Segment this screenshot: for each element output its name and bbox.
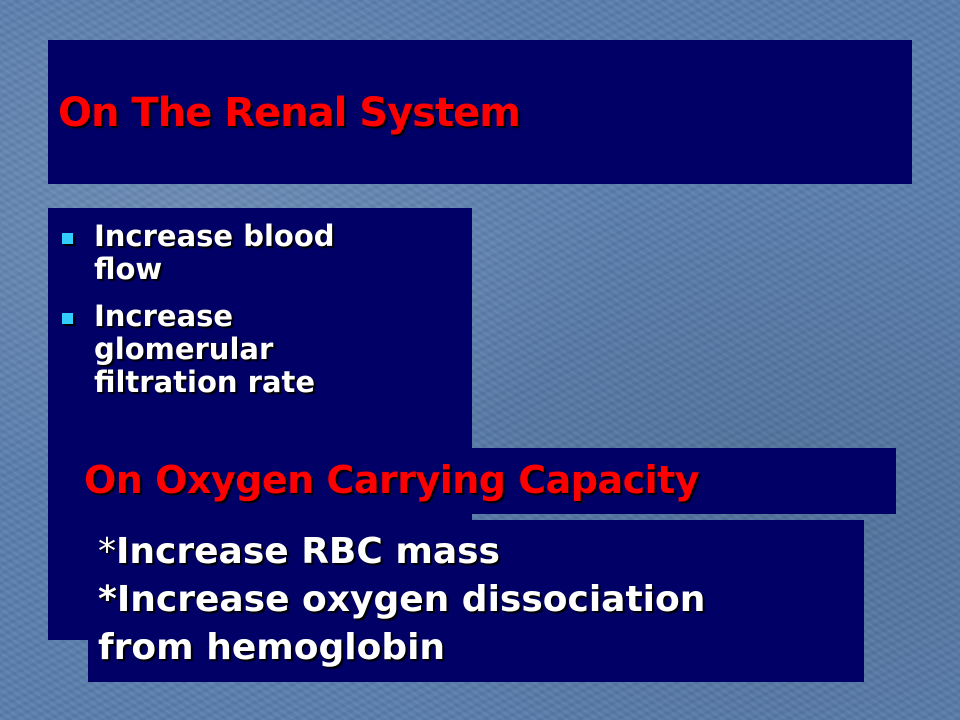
- list-item: Increase glomerular filtration rate: [62, 300, 394, 399]
- square-bullet-icon: [62, 233, 73, 244]
- asterisk-marker: *: [98, 531, 116, 572]
- renal-effects-list: Increase blood flow Increase glomerular …: [62, 220, 462, 413]
- square-bullet-icon: [62, 313, 73, 324]
- renal-effect-text: Increase blood flow: [94, 219, 335, 286]
- oxygen-effect-line-2: *Increase oxygen dissociation: [98, 579, 706, 620]
- oxygen-effect-line-1: *Increase RBC mass: [98, 528, 858, 576]
- oxygen-effect-rbc: Increase RBC mass: [116, 531, 500, 572]
- oxygen-effects-panel: [88, 520, 864, 682]
- title-panel: On The Renal System: [48, 40, 912, 184]
- oxygen-heading-panel: [472, 448, 896, 514]
- slide-title: On The Renal System: [58, 90, 521, 136]
- renal-effect-text: Increase glomerular filtration rate: [94, 299, 316, 399]
- oxygen-effect-line-3: from hemoglobin: [98, 627, 446, 668]
- oxygen-effects-text: *Increase RBC mass *Increase oxygen diss…: [98, 528, 858, 672]
- list-item: Increase blood flow: [62, 220, 394, 286]
- oxygen-section-heading: On Oxygen Carrying Capacity: [84, 458, 700, 502]
